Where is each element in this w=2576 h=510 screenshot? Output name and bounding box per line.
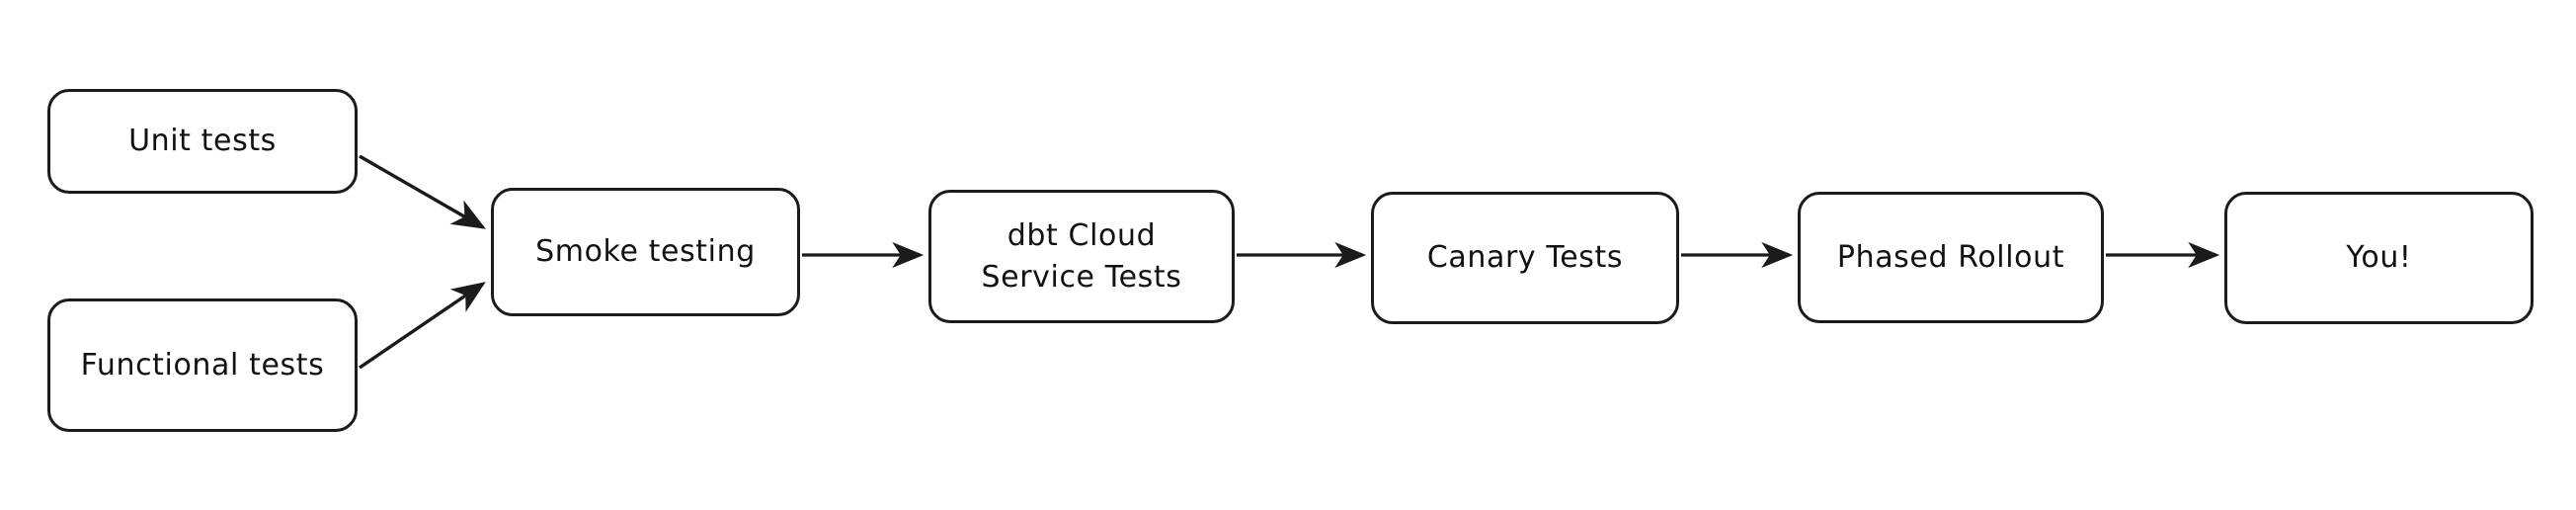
node-unit-tests[interactable]: Unit tests bbox=[47, 89, 358, 194]
node-you[interactable]: You! bbox=[2224, 192, 2534, 324]
node-label-dbt-cloud-service-tests: dbt Cloud Service Tests bbox=[981, 217, 1182, 295]
node-label-unit-tests: Unit tests bbox=[128, 124, 277, 158]
node-label-functional-tests: Functional tests bbox=[80, 347, 325, 382]
node-phased-rollout[interactable]: Phased Rollout bbox=[1798, 192, 2104, 323]
edge-unit-tests-to-smoke-testing bbox=[359, 154, 486, 229]
node-label-smoke-testing: Smoke testing bbox=[535, 234, 756, 269]
edge-functional-tests-to-smoke-testing bbox=[359, 282, 486, 370]
node-label-phased-rollout: Phased Rollout bbox=[1836, 239, 2065, 275]
node-label-canary-tests: Canary Tests bbox=[1426, 240, 1624, 275]
node-dbt-cloud-service-tests[interactable]: dbt Cloud Service Tests bbox=[928, 190, 1235, 323]
node-functional-tests[interactable]: Functional tests bbox=[47, 298, 358, 432]
node-label-you: You! bbox=[2346, 240, 2412, 275]
node-canary-tests[interactable]: Canary Tests bbox=[1371, 192, 1679, 324]
node-smoke-testing[interactable]: Smoke testing bbox=[491, 188, 800, 316]
